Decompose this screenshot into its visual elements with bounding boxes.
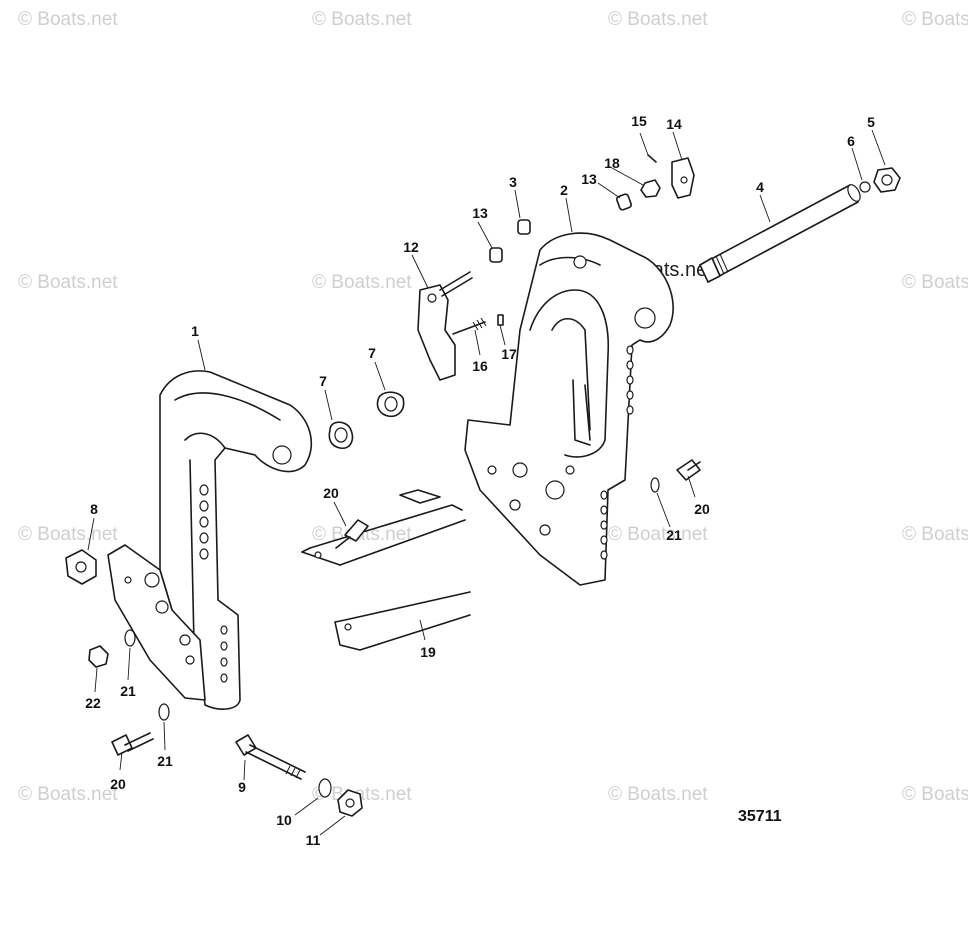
watermark: © Boats.net: [18, 524, 118, 545]
callout-1: 1: [191, 323, 199, 339]
washer-10: [318, 778, 332, 798]
small-hardware: [417, 154, 695, 381]
callout-20: 20: [323, 485, 339, 501]
watermark: © Boats.net: [312, 9, 412, 30]
callout-16: 16: [472, 358, 488, 374]
callout-9: 9: [238, 779, 246, 795]
flange-bushings: [328, 391, 405, 450]
watermark: © Boats.net: [902, 272, 968, 293]
callout-13: 13: [581, 171, 597, 187]
watermark: © Boats.net: [902, 784, 968, 805]
callout-21: 21: [157, 753, 173, 769]
watermark: © Boats.net: [608, 524, 708, 545]
callout-20: 20: [110, 776, 126, 792]
diagram-number: 35711: [738, 808, 782, 825]
leader-lines: [87, 129, 886, 836]
tilt-tube-hardware: [859, 167, 901, 193]
bolts-right: [335, 459, 701, 549]
callout-7: 7: [368, 345, 376, 361]
callout-21: 21: [120, 683, 136, 699]
callout-12: 12: [403, 239, 419, 255]
support-plate: [301, 489, 471, 651]
washer-6: [859, 181, 871, 193]
watermark: © Boats.net: [18, 272, 118, 293]
hardware-left: [65, 549, 170, 756]
callout-10: 10: [276, 812, 292, 828]
callouts: 1 2 3 4 5 6 7 7 8 9 10 11 12 13 13 14 15…: [85, 113, 875, 848]
watermark: © Boats.net: [608, 9, 708, 30]
callout-4: 4: [756, 179, 764, 195]
nut-22: [88, 645, 109, 668]
watermark: © Boats.net: [312, 784, 412, 805]
callout-5: 5: [867, 114, 875, 130]
callout-8: 8: [90, 501, 98, 517]
callout-7: 7: [319, 373, 327, 389]
callout-11: 11: [306, 832, 321, 848]
callout-15: 15: [631, 113, 647, 129]
watermark: © Boats.net: [902, 524, 968, 545]
callout-21: 21: [666, 527, 682, 543]
callout-2: 2: [560, 182, 568, 198]
callout-22: 22: [85, 695, 101, 711]
watermark: © Boats.net: [18, 784, 118, 805]
callout-6: 6: [847, 133, 855, 149]
watermark: © Boats.net: [18, 9, 118, 30]
watermark: © Boats.net: [608, 784, 708, 805]
bolt-20: [111, 734, 133, 756]
callout-13: 13: [472, 205, 488, 221]
callout-17: 17: [501, 346, 517, 362]
washer-21: [158, 703, 170, 721]
washer-21: [124, 629, 136, 647]
callout-19: 19: [420, 644, 436, 660]
tilt-tube: [699, 184, 861, 283]
watermark: © Boats.net: [312, 272, 412, 293]
callout-18: 18: [604, 155, 620, 171]
clamp-bracket-right: [464, 232, 674, 586]
callout-14: 14: [666, 116, 682, 132]
watermark: © Boats.net: [902, 9, 968, 30]
callout-20: 20: [694, 501, 710, 517]
clamp-bracket-left: [107, 370, 313, 710]
hardware-bottom: [235, 734, 363, 817]
callout-3: 3: [509, 174, 517, 190]
